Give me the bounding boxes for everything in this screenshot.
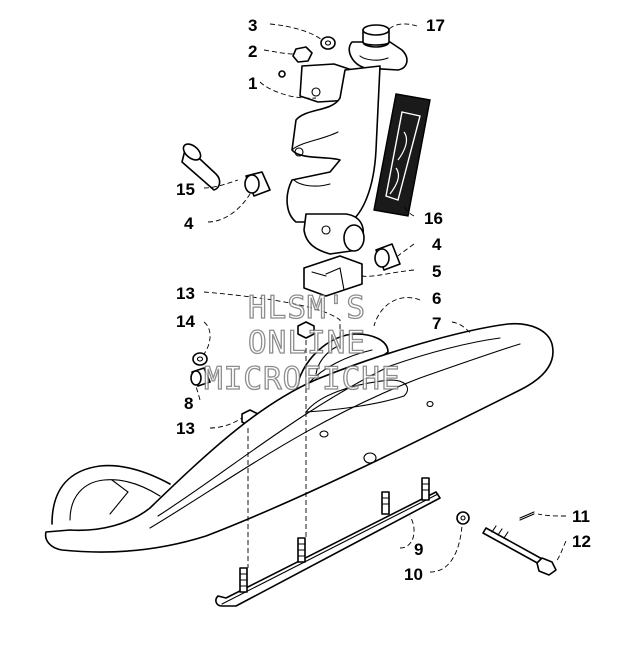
wear-bar-9 — [215, 491, 441, 607]
callout-6: 6 — [432, 289, 441, 308]
stud-left — [239, 567, 248, 593]
callout-4-left: 4 — [184, 214, 194, 233]
callout-17: 17 — [426, 16, 445, 35]
callout-8: 8 — [184, 394, 193, 413]
spindle-assembly — [286, 41, 408, 255]
callout-4-right: 4 — [432, 235, 442, 254]
washer-10 — [456, 511, 470, 525]
callout-9: 9 — [414, 540, 423, 559]
callout-13-lower: 13 — [176, 419, 195, 438]
bushing-4-left — [244, 171, 271, 197]
callout-15: 15 — [176, 180, 195, 199]
callout-13-upper: 13 — [176, 284, 195, 303]
bushing-4-right — [374, 243, 401, 271]
watermark-line-3: MICROFICHE — [204, 361, 401, 397]
nut-2 — [292, 46, 313, 63]
nut-13-upper — [297, 321, 315, 339]
saddle-bracket-5 — [303, 255, 363, 297]
callout-3: 3 — [248, 16, 257, 35]
watermark: HLSM'S ONLINE MICROFICHE — [203, 289, 401, 397]
stud-middle — [297, 537, 306, 563]
washer-3 — [320, 36, 336, 50]
bolt-12 — [482, 525, 557, 576]
watermark-line-1: HLSM'S — [248, 290, 366, 326]
callout-14: 14 — [176, 312, 195, 331]
bushing-8 — [190, 367, 211, 387]
pin-1 — [278, 70, 286, 78]
cotter-pin-11 — [519, 511, 535, 521]
cap-17 — [362, 24, 390, 48]
callout-16: 16 — [424, 209, 443, 228]
callout-11: 11 — [572, 507, 590, 526]
callout-10: 10 — [404, 565, 423, 584]
pin-15 — [181, 143, 221, 191]
ski-7 — [44, 322, 554, 553]
washer-14 — [192, 352, 208, 366]
callout-7: 7 — [432, 314, 441, 333]
stud-rear-a — [381, 491, 390, 515]
callout-2: 2 — [248, 42, 257, 61]
callout-labels: 3 17 2 1 15 4 16 4 5 13 6 7 14 8 13 11 1… — [176, 16, 591, 584]
callout-1: 1 — [248, 74, 257, 93]
stud-rear-b — [421, 477, 430, 501]
watermark-line-2: ONLINE — [248, 325, 366, 361]
callout-5: 5 — [432, 262, 441, 281]
decal-16 — [373, 93, 431, 217]
leader-lines — [195, 23, 567, 573]
callout-12: 12 — [572, 532, 591, 551]
